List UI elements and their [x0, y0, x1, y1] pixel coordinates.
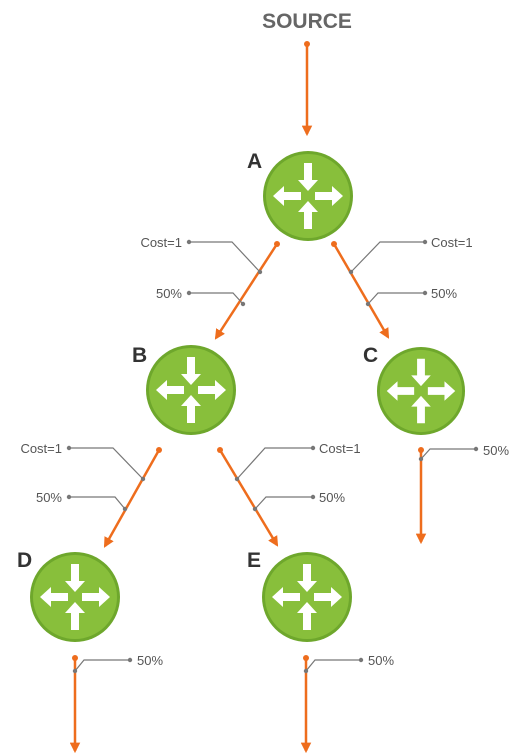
- router-e-label: E: [247, 549, 261, 572]
- output-c: [415, 446, 479, 545]
- router-c[interactable]: [376, 346, 466, 436]
- router-a-label: A: [247, 150, 262, 173]
- source-label: SOURCE: [262, 10, 352, 33]
- source-flow-arrow: [301, 41, 313, 137]
- router-arrows-icon: [376, 346, 466, 436]
- link-a-c: [331, 239, 428, 339]
- router-arrows-icon: [30, 552, 120, 642]
- link-a-c-cost: Cost=1: [431, 235, 473, 250]
- router-arrows-icon: [262, 552, 352, 642]
- output-d: [69, 655, 133, 754]
- output-d-share: 50%: [137, 653, 163, 668]
- link-b-e-share: 50%: [319, 490, 345, 505]
- link-b-d-cost: Cost=1: [20, 441, 62, 456]
- router-b[interactable]: [146, 345, 236, 435]
- link-b-d-share: 50%: [36, 490, 62, 505]
- link-a-c-share: 50%: [431, 286, 457, 301]
- router-a[interactable]: [263, 151, 353, 241]
- link-a-b-share: 50%: [156, 286, 182, 301]
- output-e-share: 50%: [368, 653, 394, 668]
- router-arrows-icon: [146, 345, 236, 435]
- router-d[interactable]: [30, 552, 120, 642]
- output-e: [300, 655, 364, 754]
- router-b-label: B: [132, 344, 147, 367]
- router-e[interactable]: [262, 552, 352, 642]
- output-c-share: 50%: [483, 443, 509, 458]
- link-b-e-cost: Cost=1: [319, 441, 361, 456]
- link-b-e: [217, 445, 316, 547]
- router-arrows-icon: [263, 151, 353, 241]
- link-a-b-cost: Cost=1: [140, 235, 182, 250]
- link-a-b: [186, 239, 280, 340]
- router-c-label: C: [363, 344, 378, 367]
- link-b-d: [66, 445, 162, 548]
- router-d-label: D: [17, 549, 32, 572]
